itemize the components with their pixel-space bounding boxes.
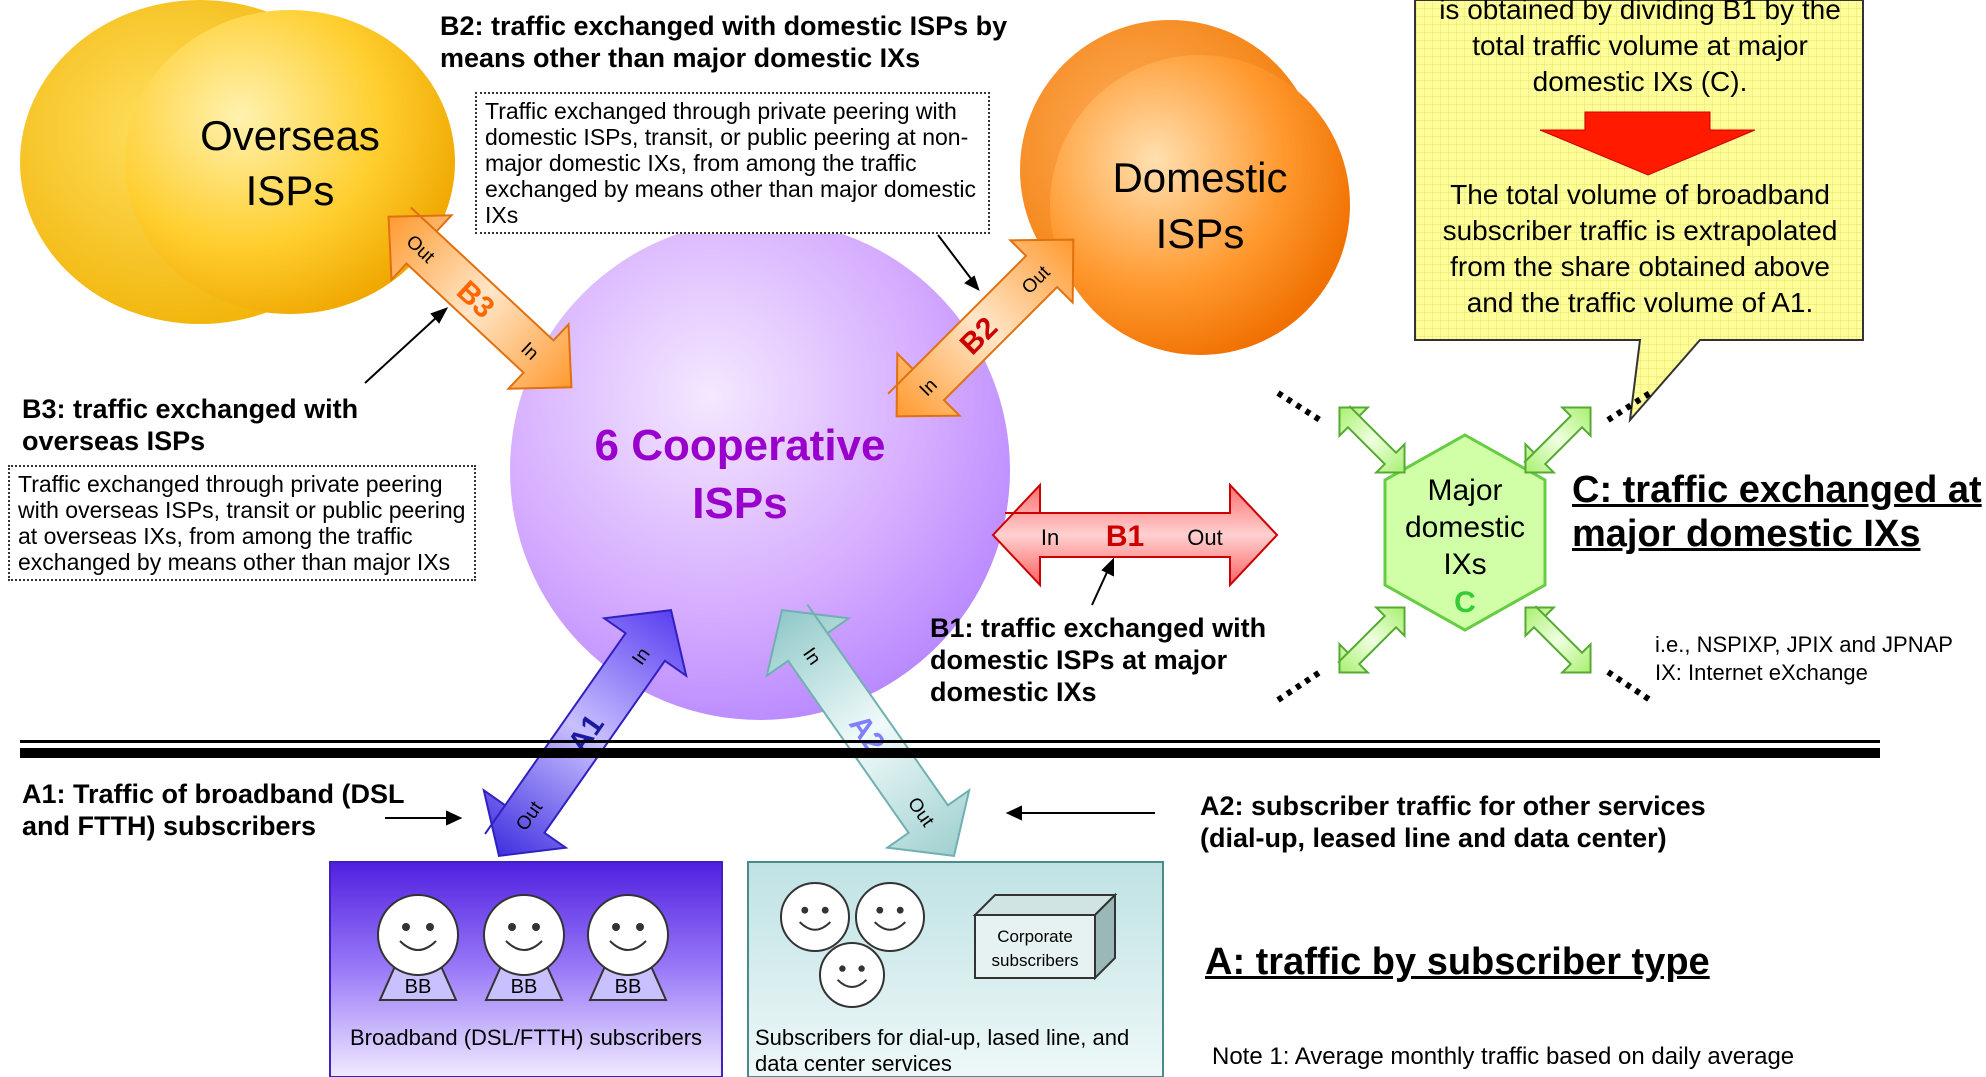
green-arrow-tl xyxy=(1338,405,1406,474)
callout-bubble xyxy=(1414,0,1864,424)
arrow-b1-in: In xyxy=(1041,525,1059,550)
corporate-building-icon: Corporate subscribers xyxy=(972,892,1118,981)
ix-label-3: IXs xyxy=(1443,548,1486,581)
overseas-isps-label-2: ISPs xyxy=(246,167,335,214)
arrow-b1-label: B1 xyxy=(1106,520,1144,553)
cooperative-isps-label-2: ISPs xyxy=(692,479,787,528)
broadband-user-icon: BB xyxy=(377,894,459,1001)
corporate-label-1: Corporate xyxy=(997,927,1073,946)
broadband-user-icon: BB xyxy=(587,894,669,1001)
bb-badge: BB xyxy=(405,976,432,998)
arrow-b1-out: Out xyxy=(1187,525,1222,550)
dotted-marks xyxy=(1276,390,1652,703)
user-face-icon xyxy=(780,882,850,952)
bb-badge: BB xyxy=(615,976,642,998)
user-face-icon xyxy=(483,894,565,976)
cooperative-isps-node: 6 Cooperative ISPs xyxy=(510,220,1010,720)
green-arrow-bl xyxy=(1337,606,1406,674)
broadband-faces: BB BB BB xyxy=(377,894,669,1001)
domestic-isps-label: Domestic xyxy=(1112,154,1287,201)
note-1: Note 1: Average monthly traffic based on… xyxy=(1212,1043,1795,1070)
user-face-icon xyxy=(587,894,669,976)
broadband-user-icon: BB xyxy=(483,894,565,1001)
other-box-label: Subscribers for dial-up, lased line, and… xyxy=(755,1025,1130,1076)
pointer-arrows xyxy=(364,234,1155,826)
b3-description: Traffic exchanged through private peerin… xyxy=(8,465,476,581)
separator xyxy=(20,740,1880,758)
green-arrow-br xyxy=(1524,605,1592,674)
arrow-b2: In B2 Out xyxy=(887,238,1075,418)
b1-heading: B1: traffic exchanged with domestic ISPs… xyxy=(930,613,1267,707)
overseas-isps-label: Overseas xyxy=(200,112,380,159)
cooperative-isps-label: 6 Cooperative xyxy=(595,421,886,470)
c-note-2: IX: Internet eXchange xyxy=(1655,660,1868,685)
domestic-isps-node: Domestic ISPs xyxy=(1020,20,1350,355)
overseas-isps-node: Overseas ISPs xyxy=(20,0,455,324)
ix-label-1: Major xyxy=(1427,474,1502,507)
user-face-icon xyxy=(855,882,925,952)
a-title: A: traffic by subscriber type xyxy=(1205,941,1710,983)
a1-heading: A1: Traffic of broadband (DSL and FTTH) … xyxy=(22,779,405,841)
b3-heading: B3: traffic exchanged with overseas ISPs xyxy=(22,394,359,456)
b2-heading: B2: traffic exchanged with domestic ISPs… xyxy=(440,11,1008,73)
arrow-b3: Out B3 In xyxy=(387,206,573,390)
major-ix-hexagon: Major domestic IXs C xyxy=(1383,433,1547,632)
arrow-b1: In B1 Out xyxy=(991,482,1279,588)
bb-badge: BB xyxy=(511,976,538,998)
b2-description: Traffic exchanged through private peerin… xyxy=(475,92,990,234)
corporate-label-2: subscribers xyxy=(992,951,1079,970)
arrow-a2: In A2 Out xyxy=(765,603,971,857)
arrow-a1: Out A1 In xyxy=(482,609,688,857)
user-face-icon xyxy=(819,942,885,1008)
red-down-arrow-icon xyxy=(1539,111,1756,176)
a2-heading: A2: subscriber traffic for other service… xyxy=(1200,791,1706,853)
callout-top-text: is obtained by dividing B1 by the total … xyxy=(1439,0,1841,97)
ix-code: C xyxy=(1454,586,1476,619)
other-faces xyxy=(780,882,925,1008)
user-face-icon xyxy=(377,894,459,976)
c-note-1: i.e., NSPIXP, JPIX and JPNAP xyxy=(1655,632,1953,657)
callout-bottom-text: The total volume of broadband subscriber… xyxy=(1442,179,1838,318)
broadband-box-label: Broadband (DSL/FTTH) subscribers xyxy=(349,1025,703,1050)
c-title: C: traffic exchanged at major domestic I… xyxy=(1572,469,1982,555)
domestic-isps-label-2: ISPs xyxy=(1156,210,1245,257)
green-arrow-tr xyxy=(1523,406,1592,474)
ix-label-2: domestic xyxy=(1405,511,1525,544)
